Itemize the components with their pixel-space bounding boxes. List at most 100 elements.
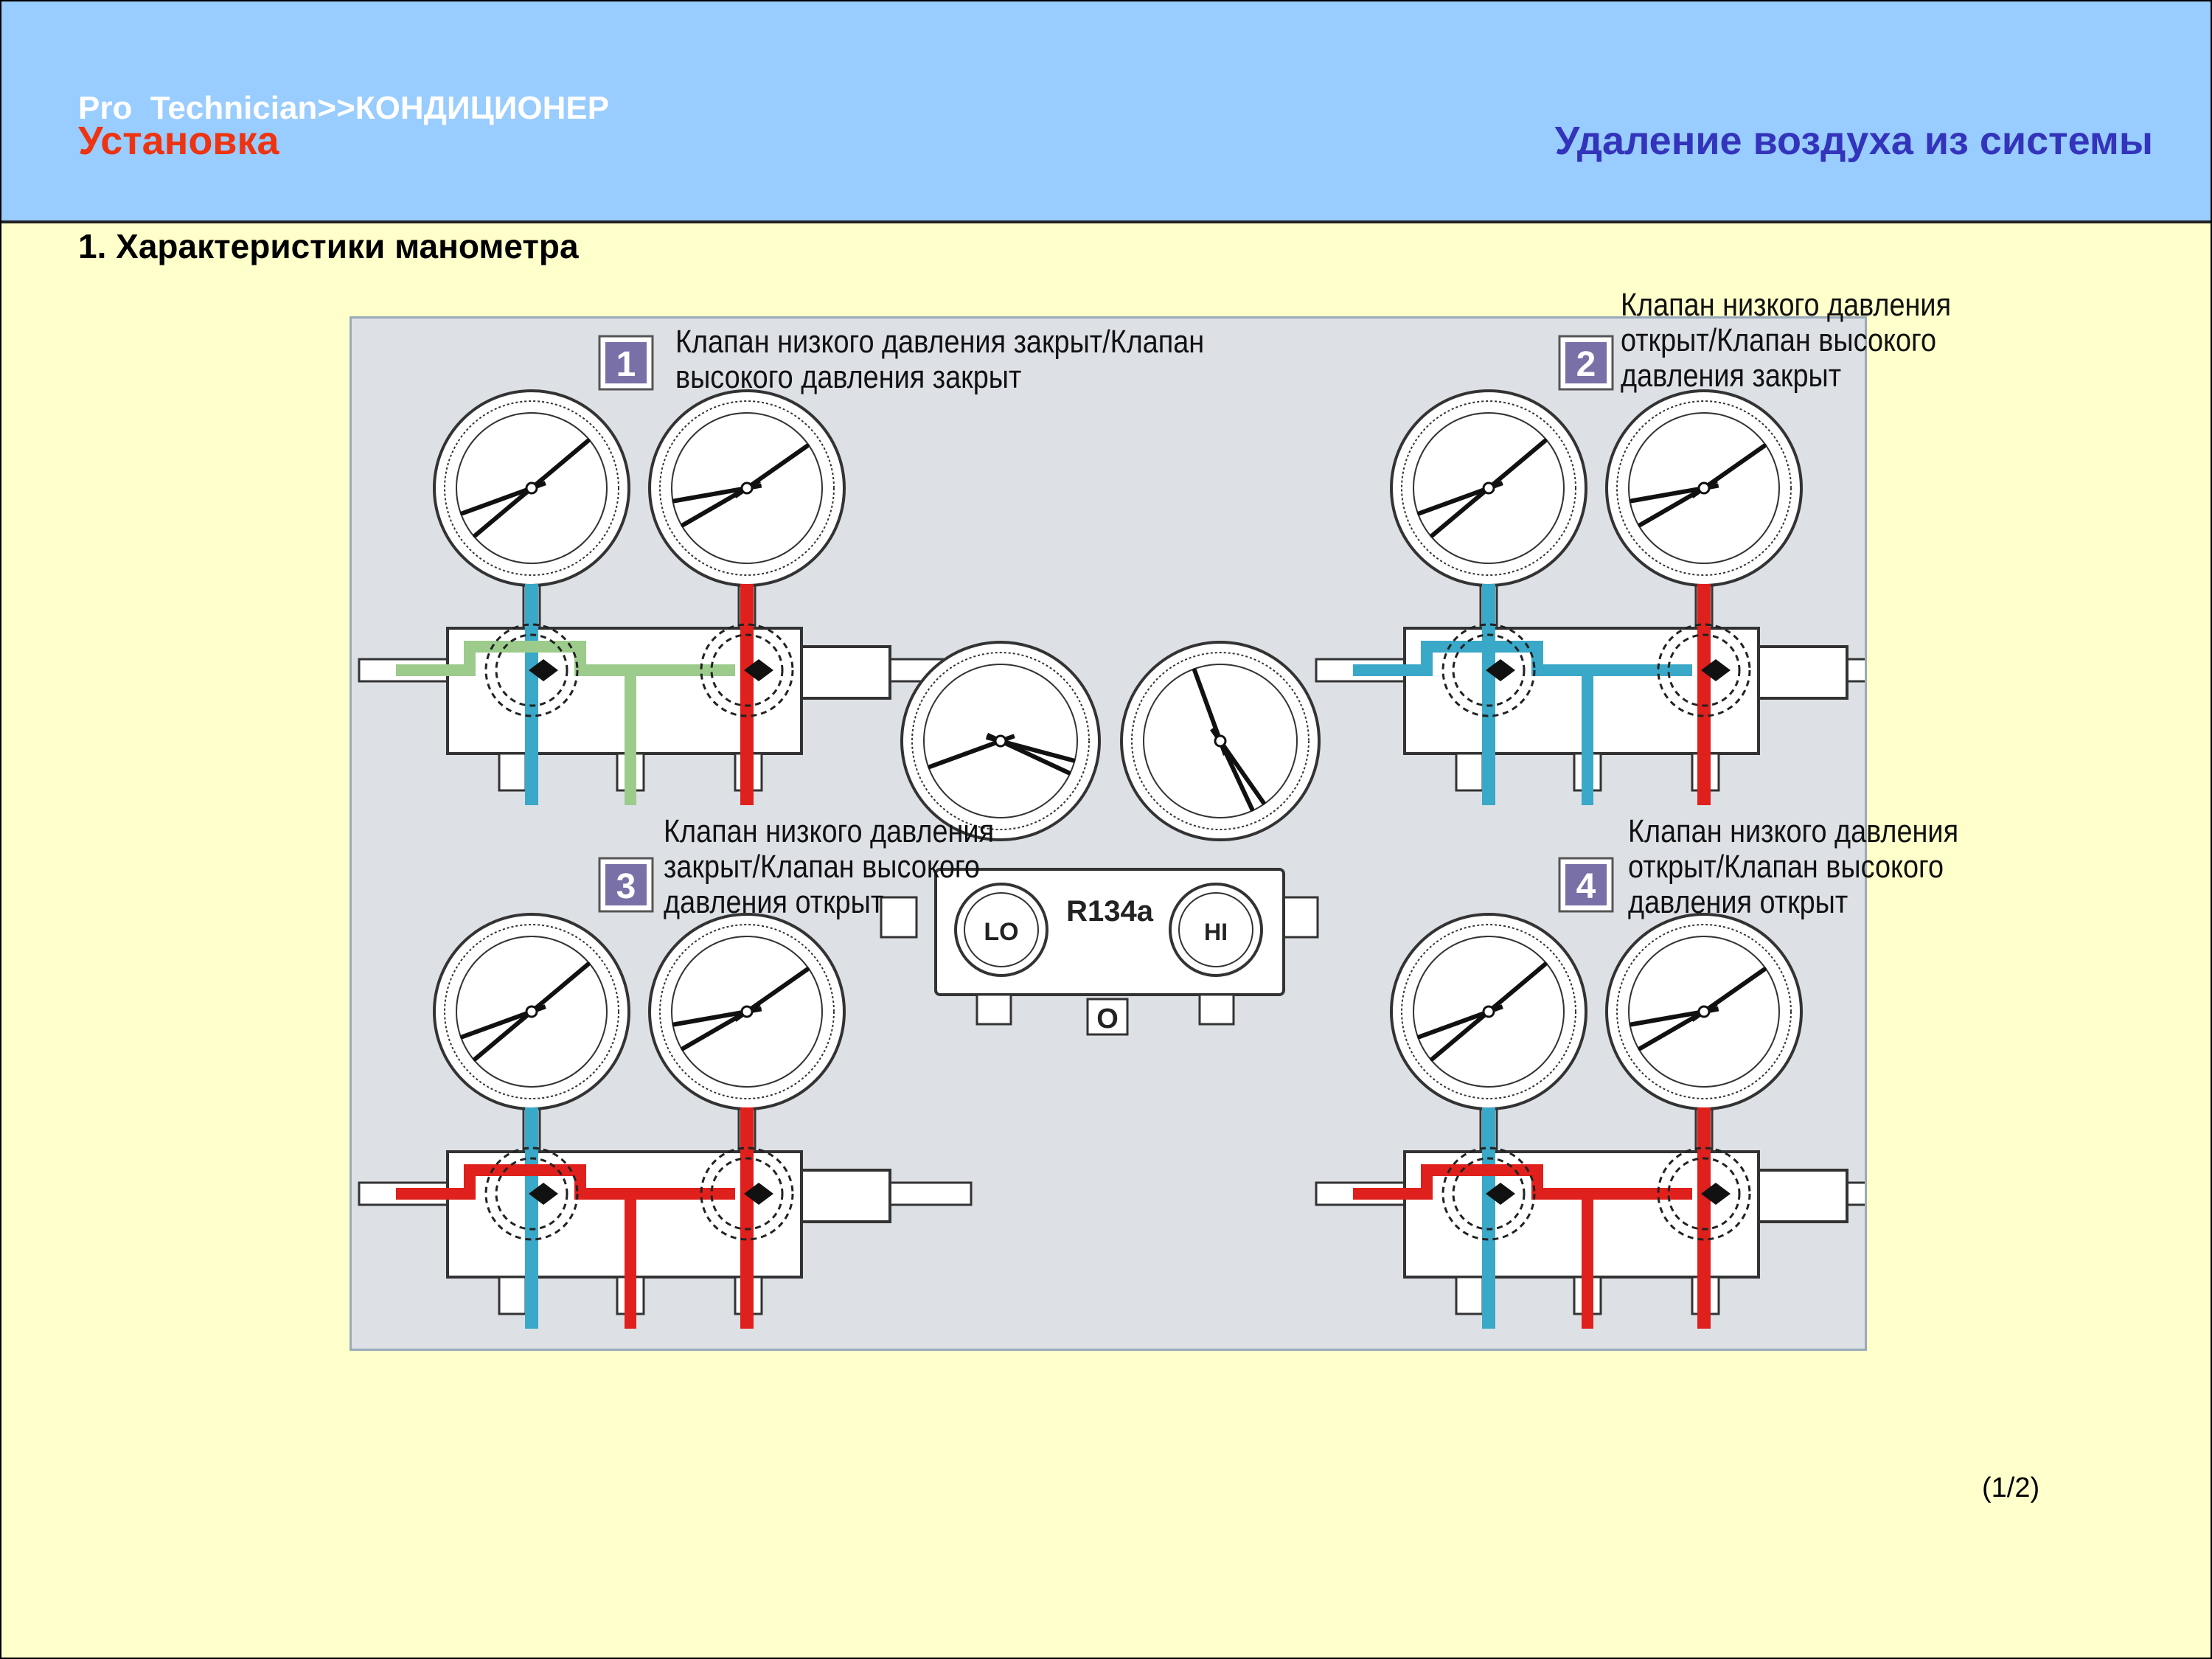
manifold-set-3 xyxy=(358,913,973,1329)
side-port-right xyxy=(1846,658,1865,683)
valve-outline xyxy=(700,1147,794,1241)
lower-port xyxy=(498,752,527,792)
valve-outline xyxy=(1441,1147,1536,1241)
gauge-pivot xyxy=(740,481,754,495)
valve-seat xyxy=(1716,1183,1731,1205)
valve-outline-inner xyxy=(710,633,784,707)
badge-number: 2 xyxy=(1576,345,1596,384)
manifold-extension xyxy=(1757,1169,1848,1223)
state-3-caption: Клапан низкого давления закрыт/Клапан вы… xyxy=(664,814,994,920)
valve-seat xyxy=(1486,1183,1500,1205)
lower-port xyxy=(1455,752,1484,792)
state-3-badge: 3 xyxy=(598,857,654,913)
state-3-caption-line: Клапан низкого давления xyxy=(664,813,995,849)
manifold-extension xyxy=(800,1169,891,1223)
topic-title: Удаление воздуха из системы xyxy=(1554,119,2153,163)
side-port-left xyxy=(880,896,918,939)
side-port-right xyxy=(1846,1181,1865,1206)
lower-port xyxy=(1455,1276,1484,1315)
section-title: Установка xyxy=(78,119,279,163)
slide-header: Pro Technician>>КОНДИЦИОНЕР Установка Уд… xyxy=(1,1,2211,223)
brand-breadcrumb: Pro Technician>>КОНДИЦИОНЕР xyxy=(78,90,610,126)
valve-seat xyxy=(1500,659,1515,681)
gauge-needle xyxy=(998,739,1071,776)
valve-seat xyxy=(543,1183,558,1205)
gauge-pivot xyxy=(525,1005,538,1018)
gauge-needle xyxy=(1629,486,1706,504)
badge-fill xyxy=(605,342,647,383)
state-2-caption-line: открыт/Клапан высокого xyxy=(1621,322,1937,358)
gauge-needle xyxy=(529,961,591,1014)
gauge-needle xyxy=(460,486,534,516)
badge-fill xyxy=(1565,864,1607,905)
lo-label: LO xyxy=(984,918,1018,946)
state-4-caption: Клапан низкого давления открыт/Клапан вы… xyxy=(1628,814,1958,920)
manifold-set-4 xyxy=(1315,913,1865,1329)
state-4-badge: 4 xyxy=(1558,857,1614,913)
valve-outline xyxy=(1657,1147,1751,1241)
valve-outline-inner xyxy=(495,633,568,707)
gauge-pivot xyxy=(740,1005,754,1018)
valve-outline-inner xyxy=(1452,633,1526,707)
state-4-caption-line: открыт/Клапан высокого xyxy=(1628,849,1944,885)
valve-seat xyxy=(529,659,543,681)
valve-seat xyxy=(744,1183,759,1205)
valve-outline-inner xyxy=(1667,633,1741,707)
gauge-needle xyxy=(529,438,591,490)
hi-knob xyxy=(1169,883,1263,977)
gauge-pivot xyxy=(525,481,538,495)
lower-port xyxy=(975,993,1012,1026)
gauge-needle xyxy=(1417,1009,1491,1040)
hi-label: HI xyxy=(1204,919,1228,945)
lower-port xyxy=(1198,993,1235,1026)
valve-seat xyxy=(1716,659,1731,681)
valve-seat xyxy=(1701,1183,1716,1205)
gauge-needle xyxy=(1629,1009,1706,1027)
gauge-needle xyxy=(672,1009,749,1027)
state-4-caption-line: давления открыт xyxy=(1628,884,1848,920)
state-2-caption-line: давления закрыт xyxy=(1621,358,1842,394)
valve-outline-inner xyxy=(710,1157,784,1231)
valve-outline-inner xyxy=(1667,1157,1741,1231)
gauge-pivot xyxy=(1697,481,1711,495)
valve-seat xyxy=(1486,659,1500,681)
gauge-pivot xyxy=(1214,734,1227,748)
state-4-caption-line: Клапан низкого давления xyxy=(1628,813,1959,849)
manifold-extension xyxy=(1757,645,1848,700)
badge-number: 3 xyxy=(616,867,636,906)
content-heading: 1. Характеристики манометра xyxy=(78,227,579,265)
gauge-needle xyxy=(1702,967,1767,1014)
lower-port xyxy=(498,1276,527,1315)
gauge-needle xyxy=(745,967,810,1014)
badge-fill xyxy=(605,864,647,905)
gauge-needle xyxy=(1417,486,1491,516)
valve-seat xyxy=(759,659,773,681)
valve-outline-inner xyxy=(495,1157,568,1231)
state-1-caption-line: высокого давления закрыт xyxy=(675,359,1022,395)
gauge-needle xyxy=(745,443,810,490)
valve-seat xyxy=(1701,659,1716,681)
lo-knob-ring xyxy=(964,892,1039,967)
badge-fill xyxy=(1565,342,1607,383)
manifold-set-2 xyxy=(1315,389,1865,805)
valve-outline xyxy=(700,623,794,717)
badge-number: 1 xyxy=(616,345,636,384)
badge-number: 4 xyxy=(1576,867,1596,906)
bottom-port-label: O xyxy=(1096,1004,1119,1034)
valve-outline xyxy=(1657,623,1751,717)
gauge-pivot xyxy=(994,734,1007,748)
gauge-needle xyxy=(1192,668,1222,743)
state-1-caption: Клапан низкого давления закрыт/Клапан вы… xyxy=(675,324,1204,395)
manifold-extension xyxy=(800,645,891,700)
bottom-port xyxy=(1086,998,1129,1036)
gauge-needle xyxy=(1486,438,1548,490)
gauge-pivot xyxy=(1482,1005,1495,1018)
valve-outline xyxy=(484,1147,579,1241)
state-2-caption-line: Клапан низкого давления xyxy=(1621,287,1952,323)
hi-knob-ring xyxy=(1178,892,1253,967)
gauge-needle xyxy=(928,739,1003,769)
state-3-caption-line: закрыт/Клапан высокого xyxy=(664,849,980,885)
side-port-right xyxy=(1281,896,1319,939)
